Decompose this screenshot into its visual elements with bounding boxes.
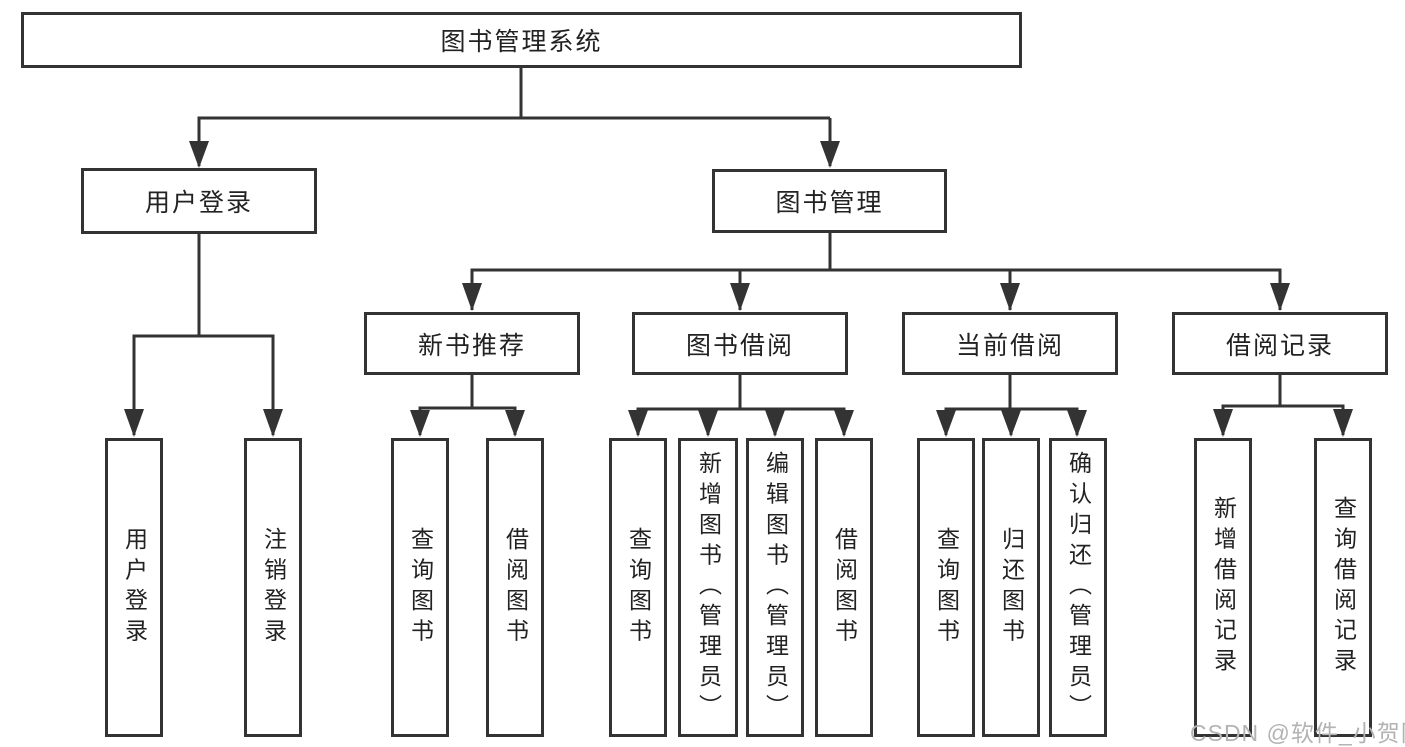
node-book-management-branch: 图书管理 xyxy=(712,169,947,233)
csdn-watermark: CSDN @软件_小贺同学 xyxy=(1190,720,1405,746)
node-new-book-recommend-label: 新书推荐 xyxy=(417,331,526,360)
leaf-borrow-books: 借阅图书 xyxy=(815,438,873,737)
arrowheads xyxy=(124,141,1353,437)
leaf-borrow-books-recommend: 借阅图书 xyxy=(486,438,544,737)
leaf-borrow-books-recommend-label: 借阅图书 xyxy=(502,526,529,649)
leaf-edit-book-admin-label: 编辑图书（管理员） xyxy=(762,450,789,725)
node-root-label: 图书管理系统 xyxy=(440,28,603,56)
node-new-book-recommend: 新书推荐 xyxy=(364,312,580,375)
leaf-query-borrow-record-label: 查询借阅记录 xyxy=(1330,496,1357,679)
leaf-query-borrow-record: 查询借阅记录 xyxy=(1314,438,1372,737)
node-book-borrow-label: 图书借阅 xyxy=(685,331,794,360)
leaf-edit-book-admin: 编辑图书（管理员） xyxy=(746,438,804,737)
node-current-borrow: 当前借阅 xyxy=(902,312,1118,375)
leaf-add-borrow-record: 新增借阅记录 xyxy=(1194,438,1252,737)
node-current-borrow-label: 当前借阅 xyxy=(955,331,1064,360)
leaf-borrow-books-label: 借阅图书 xyxy=(831,526,858,649)
node-borrow-records: 借阅记录 xyxy=(1172,312,1388,375)
node-book-borrow: 图书借阅 xyxy=(632,312,848,375)
node-root: 图书管理系统 xyxy=(21,12,1022,68)
leaf-return-books: 归还图书 xyxy=(982,438,1040,737)
node-user-login-branch: 用户登录 xyxy=(81,168,317,234)
leaf-confirm-return-admin-label: 确认归还（管理员） xyxy=(1065,450,1092,725)
leaf-add-book-admin: 新增图书（管理员） xyxy=(678,438,738,737)
leaf-logout: 注销登录 xyxy=(244,438,302,737)
leaf-user-login: 用户登录 xyxy=(105,438,163,737)
leaf-confirm-return-admin: 确认归还（管理员） xyxy=(1049,438,1107,737)
leaf-user-login-label: 用户登录 xyxy=(121,526,148,649)
leaf-query-books-current: 查询图书 xyxy=(917,438,975,737)
leaf-query-books-borrow-label: 查询图书 xyxy=(625,526,652,649)
leaf-add-borrow-record-label: 新增借阅记录 xyxy=(1210,496,1237,679)
leaf-return-books-label: 归还图书 xyxy=(998,526,1025,649)
node-user-login-branch-label: 用户登录 xyxy=(144,189,253,217)
leaf-query-books-recommend: 查询图书 xyxy=(391,438,449,737)
leaf-query-books-borrow: 查询图书 xyxy=(609,438,667,737)
leaf-logout-label: 注销登录 xyxy=(260,526,287,649)
leaf-add-book-admin-label: 新增图书（管理员） xyxy=(695,450,722,725)
leaf-query-books-current-label: 查询图书 xyxy=(933,526,960,649)
node-borrow-records-label: 借阅记录 xyxy=(1225,331,1334,360)
node-book-management-branch-label: 图书管理 xyxy=(775,189,884,217)
leaf-query-books-recommend-label: 查询图书 xyxy=(407,526,434,649)
